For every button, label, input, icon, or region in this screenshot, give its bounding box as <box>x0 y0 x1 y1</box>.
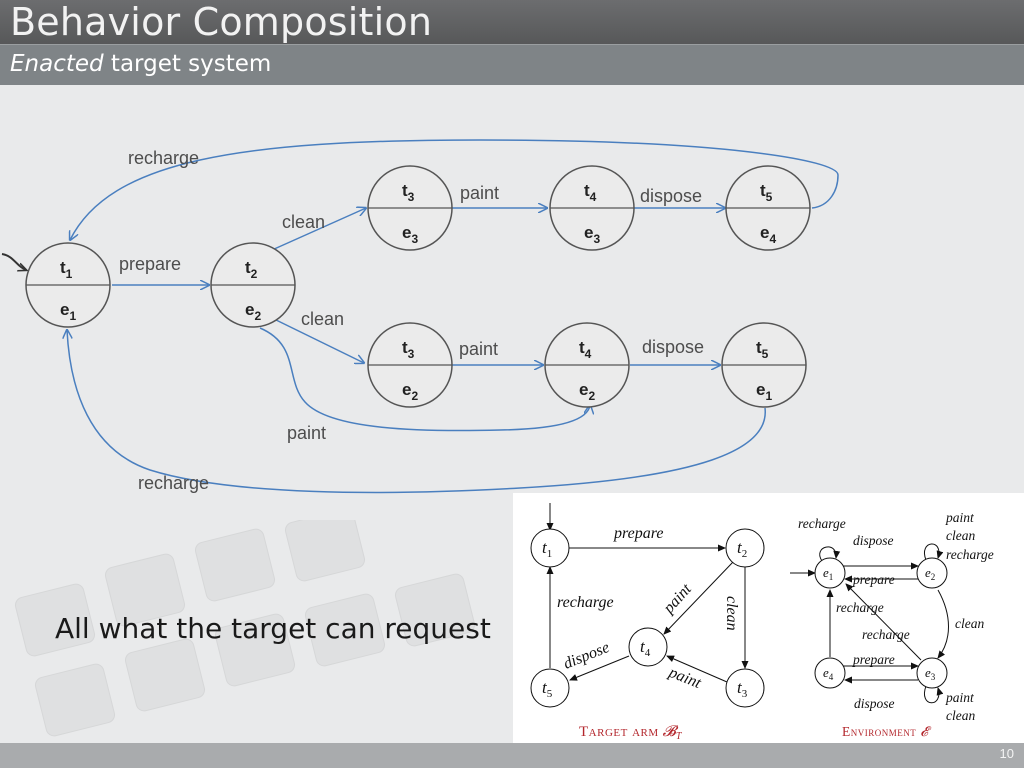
page-number: 10 <box>999 746 1014 761</box>
node-env-label: e1 <box>756 380 772 403</box>
t4-label: t4 <box>640 637 651 659</box>
t5-label: t5 <box>542 678 553 700</box>
subtitle-bar: Enacted target system <box>0 44 1024 85</box>
e3-label: e3 <box>925 665 936 682</box>
state-node-n6: t3 e2 <box>367 322 453 408</box>
slide-subtitle: Enacted target system <box>10 51 271 77</box>
t2-label: t2 <box>737 538 747 560</box>
target-arm <box>530 503 765 708</box>
slide-title: Behavior Composition <box>10 0 433 44</box>
inset-figure: t1 t2 t3 t4 t5 prepare recharge clean pa… <box>513 493 1024 743</box>
edge-recharge-top <box>70 139 839 240</box>
state-t1 <box>530 528 570 568</box>
edge-clean-bottom <box>271 317 364 363</box>
e2-label: e2 <box>925 565 935 582</box>
state-e1 <box>814 557 846 589</box>
ta-paint-low: paint <box>666 664 704 693</box>
node-task-label: t3 <box>402 338 415 361</box>
env-e3-loop-0: paint <box>945 690 975 705</box>
node-task-label: t5 <box>756 338 769 361</box>
ta-dispose: dispose <box>561 639 612 673</box>
e1-label: e1 <box>823 565 833 582</box>
edge-clean-top <box>271 208 366 251</box>
inset-svg: t1 t2 t3 t4 t5 prepare recharge clean pa… <box>530 503 994 742</box>
env-e1-loop: recharge <box>798 516 846 531</box>
state-e4 <box>814 657 846 689</box>
node-task-label: t4 <box>579 338 592 361</box>
env-dispose-bottom: dispose <box>854 696 895 711</box>
env-prepare-bottom: prepare <box>852 652 895 667</box>
node-task-label: t4 <box>584 181 597 204</box>
state-e3 <box>916 657 948 689</box>
node-env-label: e3 <box>584 223 600 246</box>
ta-clean: clean <box>723 596 740 631</box>
node-layer: t1 e1 t2 e2 t3 e3 t4 e3 t5 e4 t3 e2 t4 e2 t5 e1 <box>25 165 811 408</box>
label-prepare: prepare <box>119 254 181 274</box>
caption: All what the target can request <box>55 612 491 645</box>
env-prepare-top: prepare <box>852 572 895 587</box>
label-paint-top: paint <box>460 183 499 203</box>
ta-paint-diag: paint <box>660 580 696 617</box>
ta-recharge: recharge <box>557 594 614 611</box>
e4-label: e4 <box>823 665 834 682</box>
node-env-label: e4 <box>760 223 776 246</box>
node-task-label: t5 <box>760 181 773 204</box>
state-node-n2: t2 e2 <box>210 242 296 328</box>
label-recharge-bottom: recharge <box>138 473 209 493</box>
node-env-label: e2 <box>245 300 261 323</box>
edge-paint-skip <box>259 327 590 432</box>
label-clean-top: clean <box>282 212 325 232</box>
env-e2-loop-1: clean <box>946 528 975 543</box>
node-task-label: t2 <box>245 258 258 281</box>
state-t5 <box>530 668 570 708</box>
footer-bar: 10 <box>0 743 1024 768</box>
state-node-n8: t5 e1 <box>721 322 807 408</box>
env-e2-loop-0: paint <box>945 510 975 525</box>
t1-label: t1 <box>542 538 552 560</box>
title-bar: Behavior Composition <box>0 0 1024 44</box>
state-node-n5: t5 e4 <box>725 165 811 251</box>
node-env-label: e3 <box>402 223 418 246</box>
environment <box>790 543 949 704</box>
node-env-label: e2 <box>579 380 595 403</box>
state-e2 <box>916 557 948 589</box>
state-node-n4: t4 e3 <box>549 165 635 251</box>
env-dispose-top: dispose <box>853 533 894 548</box>
state-t3 <box>725 668 765 708</box>
background-keys-decoration <box>14 520 476 737</box>
node-env-label: e1 <box>60 300 76 323</box>
label-paint-skip: paint <box>287 423 326 443</box>
enacted-target-diagram: recharge clean paint dispose prepare cle… <box>1 139 839 494</box>
node-env-label: e2 <box>402 380 418 403</box>
subtitle-text: target system <box>103 51 272 77</box>
edge-initial <box>1 253 26 270</box>
label-clean-bottom: clean <box>301 309 344 329</box>
env-recharge-1: recharge <box>836 600 884 615</box>
state-node-n3: t3 e3 <box>367 165 453 251</box>
state-node-n7: t4 e2 <box>544 322 630 408</box>
node-task-label: t3 <box>402 181 415 204</box>
label-recharge-top: recharge <box>128 148 199 168</box>
ta-prepare: prepare <box>613 525 663 542</box>
state-t2 <box>725 528 765 568</box>
label-dispose-bottom: dispose <box>642 337 704 357</box>
label-paint-bottom: paint <box>459 339 498 359</box>
subtitle-emphasis: Enacted <box>10 51 104 77</box>
label-dispose-top: dispose <box>640 186 702 206</box>
t3-label: t3 <box>737 678 748 700</box>
env-clean: clean <box>955 616 984 631</box>
env-recharge-2: recharge <box>862 627 910 642</box>
node-task-label: t1 <box>60 258 73 281</box>
env-e3-loop-1: clean <box>946 708 975 723</box>
state-node-n1: t1 e1 <box>25 242 111 328</box>
state-t4 <box>628 627 668 667</box>
edge-recharge-bottom <box>67 330 766 494</box>
env-e2-loop-2: recharge <box>946 547 994 562</box>
